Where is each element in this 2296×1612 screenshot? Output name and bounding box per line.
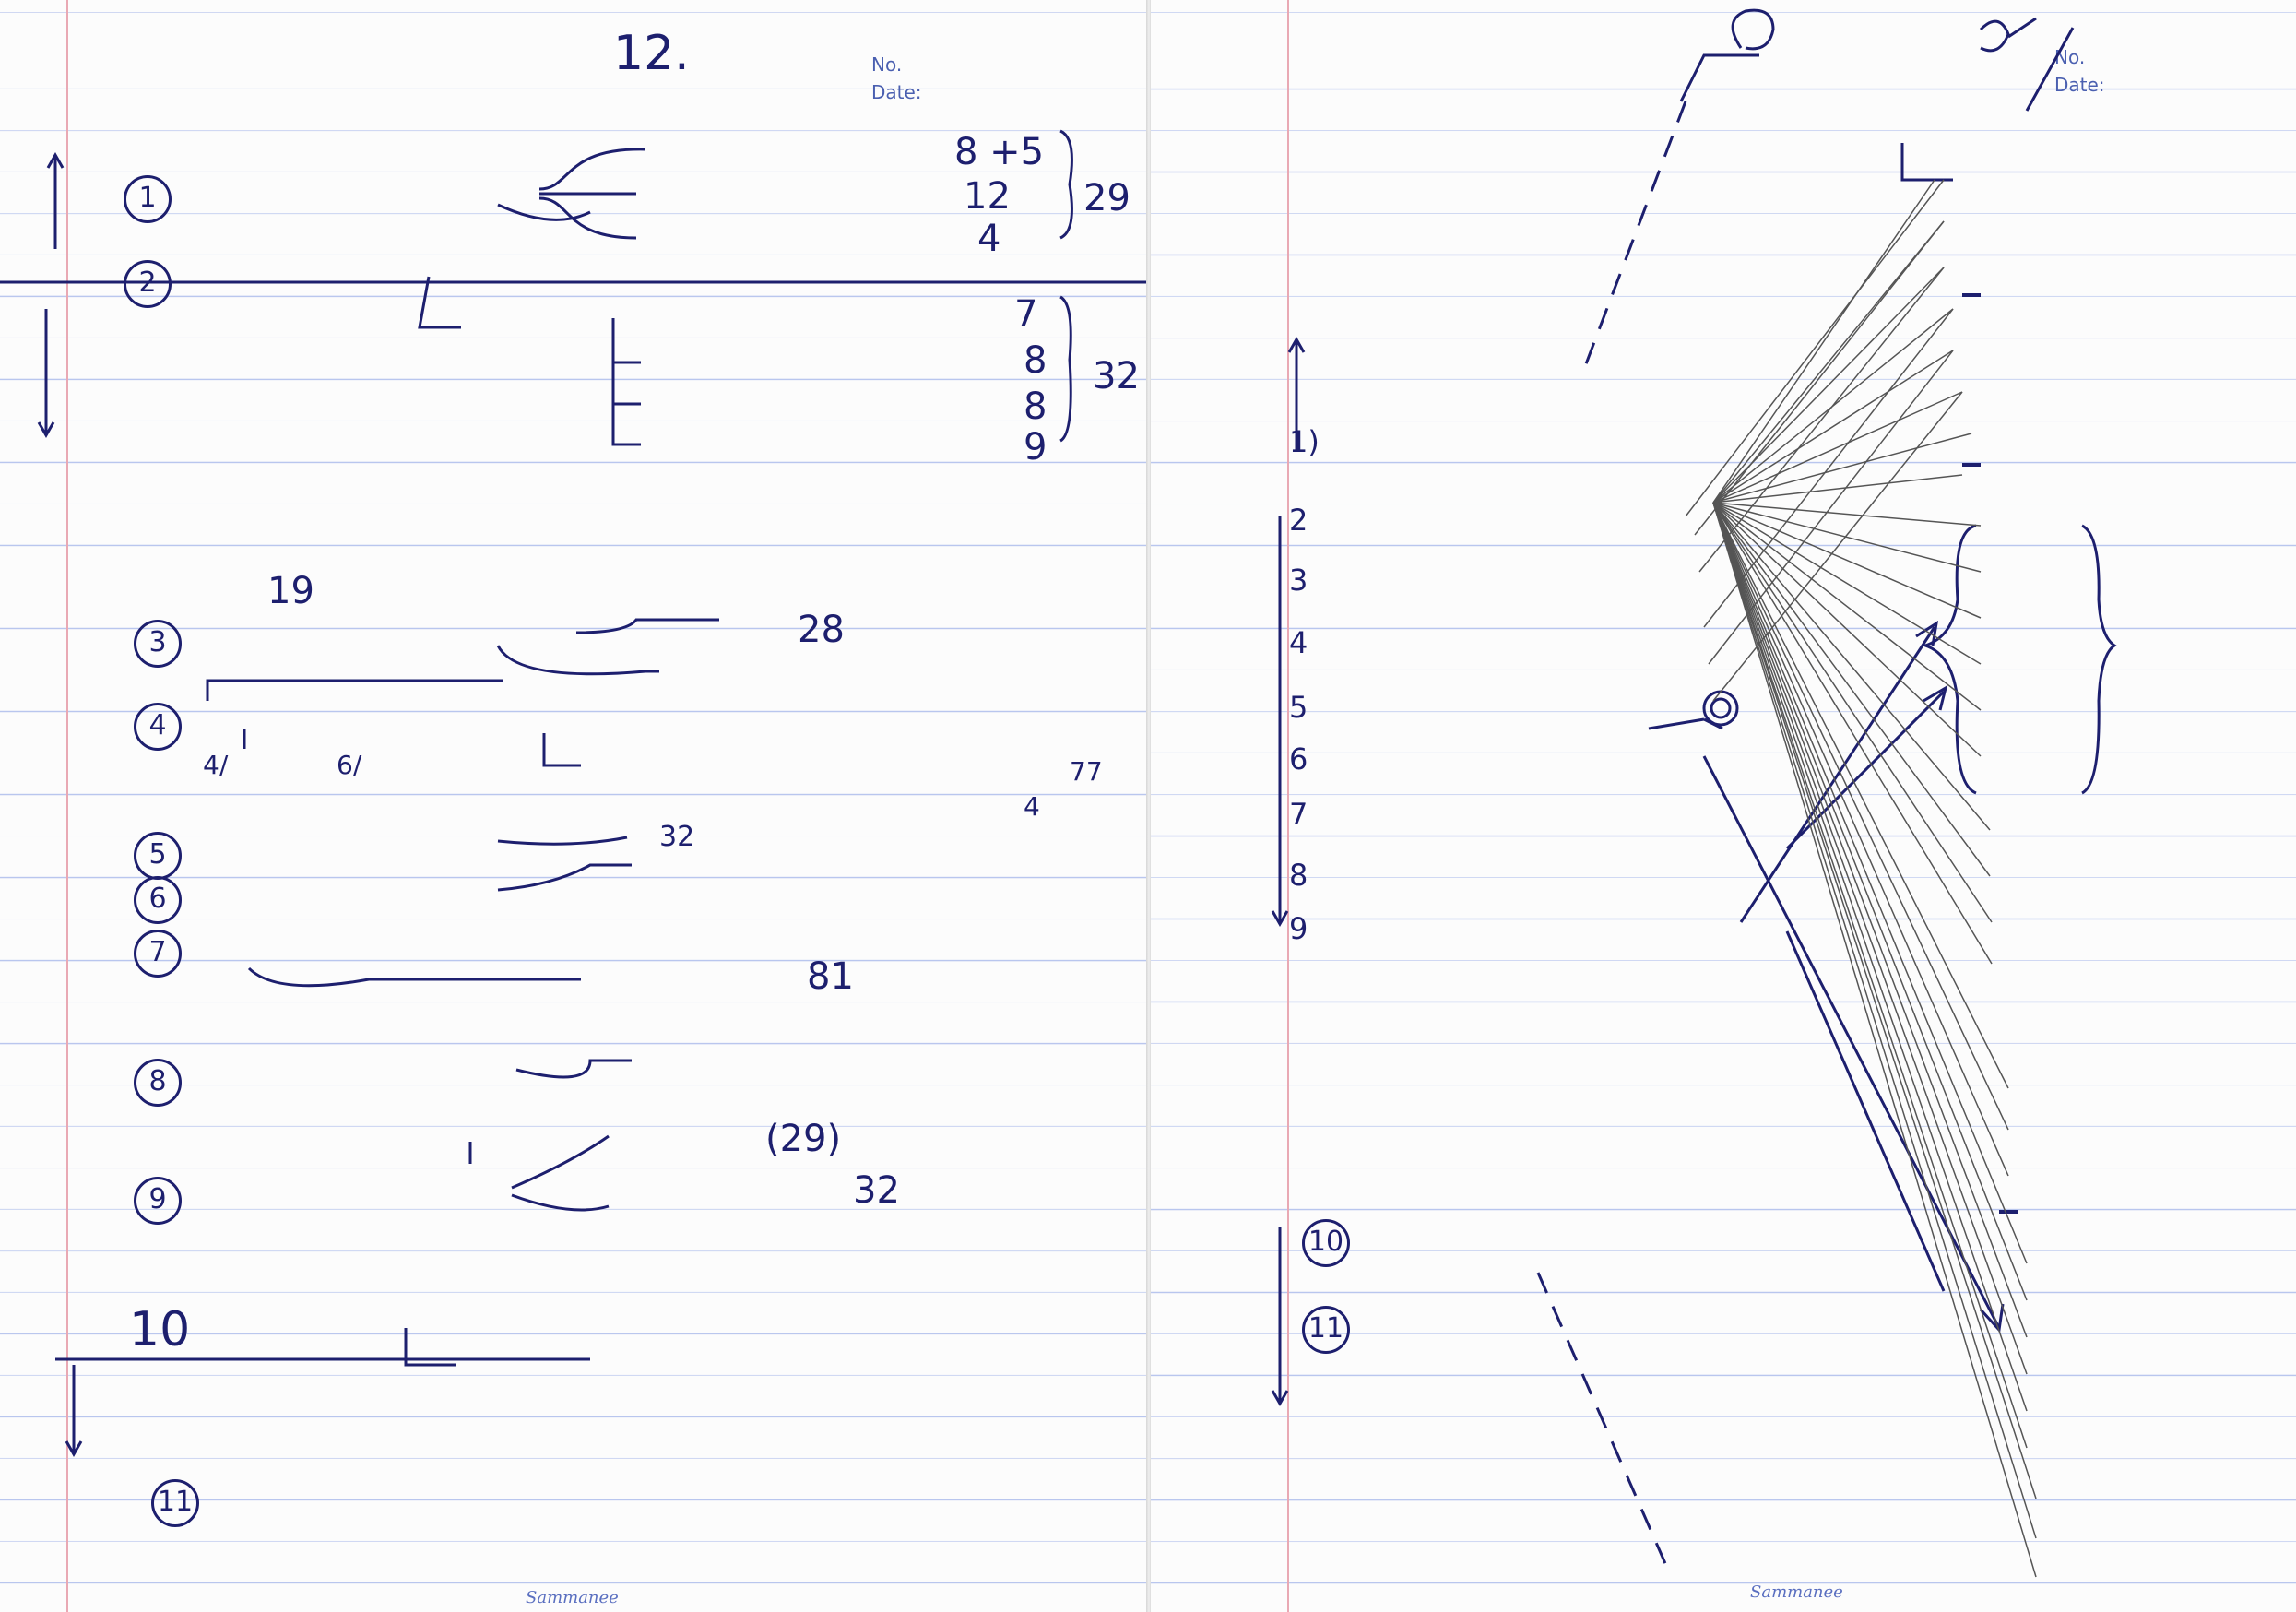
chain-item-5: 5: [1289, 690, 1308, 725]
chain-item-4: 4: [1289, 625, 1308, 660]
link1-branch-2-value: 12: [964, 175, 1011, 218]
left-notebook-page: 12. No. Date: 1 8 +5 12 4 29 2 7 8 8 9 3…: [0, 0, 1148, 1612]
link-number-10: 10: [1302, 1219, 1350, 1267]
paragraph-number: 19: [267, 570, 314, 612]
footer-brand: Sammanee: [526, 1588, 619, 1607]
chain-item-8: 8: [1289, 858, 1308, 893]
link-number-8: 8: [134, 1059, 182, 1107]
ruled-lines: [0, 0, 1148, 1612]
link-number-1: 1: [124, 175, 172, 223]
chain-item-6: 6: [1289, 741, 1308, 776]
margin-line: [1287, 0, 1289, 1612]
link-number-10: 10: [129, 1302, 191, 1357]
link-number-11: 11: [1302, 1306, 1350, 1354]
boxed-label: [1962, 463, 1981, 467]
chain-item-2: 2: [1289, 503, 1308, 538]
right-list-item: [1962, 293, 1981, 297]
link4-right-number-2: 4: [1024, 791, 1040, 822]
right-notebook-page: No. Date: 1) 2 3 4 5 6 7 8 9 10 11: [1151, 0, 2296, 1612]
link4-right-number: 77: [1070, 756, 1103, 787]
link1-branch-3-value: 4: [977, 218, 1001, 260]
chain-item-3: 3: [1289, 563, 1308, 598]
footer-brand: Sammanee: [1750, 1582, 1843, 1602]
link4-left-number: 4/: [203, 750, 229, 780]
vinnana-branch-4-value: 9: [1024, 426, 1047, 468]
link1-branch-1-value: 8 +5: [954, 131, 1045, 173]
link5-note-number: 32: [659, 821, 695, 853]
link9-branch-2-number: 32: [853, 1169, 900, 1212]
link-number-3: 3: [134, 620, 182, 668]
vinnana-branch-3-value: 8: [1024, 385, 1047, 428]
link-number-9: 9: [134, 1177, 182, 1225]
chain-item-7: 7: [1289, 797, 1308, 832]
vinnana-branch-1-value: 7: [1014, 293, 1038, 336]
link-number-4: 4: [134, 703, 182, 751]
link1-total: 29: [1083, 177, 1130, 219]
chain-item-1: 1): [1289, 424, 1320, 459]
link-number-7: 7: [134, 930, 182, 978]
page-number: 12.: [613, 26, 690, 81]
chain-item-9: 9: [1289, 911, 1308, 946]
page-gutter: [1146, 0, 1152, 1612]
left-page-drawn-lines: [0, 129, 1148, 1458]
date-field-label: Date:: [2054, 74, 2105, 96]
link9-branch-1-number: (29): [765, 1118, 842, 1160]
fan-lines: [1685, 179, 2037, 1578]
no-field-label: No.: [871, 53, 903, 76]
link-number-6: 6: [134, 876, 182, 924]
boxed-label-2: [1999, 1210, 2018, 1214]
vinnana-branch-2-value: 8: [1024, 339, 1047, 382]
right-page-drawn-lines: [1271, 8, 2117, 1578]
link7-note-number: 81: [807, 955, 854, 998]
margin-line: [66, 0, 68, 1612]
link4-left-number-2: 6/: [337, 750, 362, 780]
link3-branch-1-number: 28: [798, 609, 845, 651]
link-number-11: 11: [151, 1479, 199, 1527]
date-field-label: Date:: [871, 81, 922, 103]
vinnana-total: 32: [1093, 355, 1140, 397]
